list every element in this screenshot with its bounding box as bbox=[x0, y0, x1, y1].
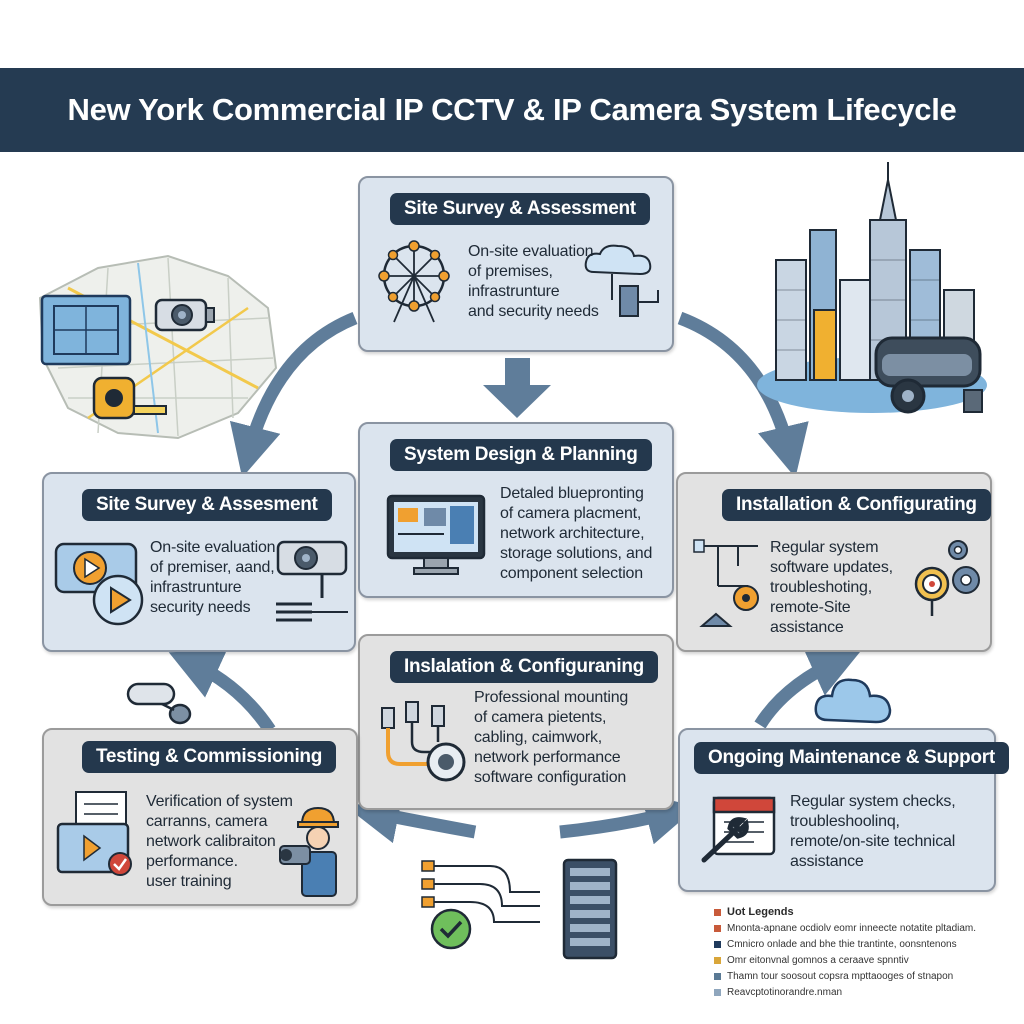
arrow-left-to-testing bbox=[168, 650, 276, 734]
calendar-wrench-icon bbox=[701, 796, 776, 863]
security-camera-icon bbox=[276, 540, 348, 622]
stage-description: On-site evaluation of premiser, aand, in… bbox=[150, 539, 276, 616]
dome-camera-icon bbox=[874, 336, 983, 414]
ferris-wheel-icon bbox=[378, 240, 450, 323]
arrow-bottom-left bbox=[347, 792, 477, 844]
technician-icon bbox=[279, 806, 339, 897]
legend-item: Mnonta-apnane ocdiolv eomr inneecte nota… bbox=[714, 920, 1014, 936]
legend-item-text: Reavcptotinorandre.nman bbox=[727, 986, 843, 998]
legend-item-text: Cmnicro onlade and bhe thie trantinte, o… bbox=[727, 938, 957, 950]
bullet-camera-icon bbox=[126, 682, 192, 725]
legend-swatch bbox=[714, 924, 721, 932]
play-icon bbox=[54, 542, 144, 626]
stage-title: Testing & Commissioning bbox=[82, 741, 337, 773]
stage-site-survey-top: Site Survey & Assessment On-site evaluat… bbox=[358, 176, 674, 352]
stage-testing: Testing & Commissioning Verification of … bbox=[42, 728, 358, 906]
legend-swatch bbox=[714, 988, 721, 996]
stage-description: Detaled bluepronting of camera placment,… bbox=[500, 485, 653, 582]
stage-title: Inslalation & Configuraning bbox=[390, 651, 658, 683]
legend: Uot Legends Mnonta-apnane ocdiolv eomr i… bbox=[714, 904, 1014, 1000]
page-title: New York Commercial IP CCTV & IP Camera … bbox=[67, 92, 957, 127]
legend-item-text: Omr eitonvnal gomnos a ceraave spnntiv bbox=[727, 954, 909, 966]
stage-title: System Design & Planning bbox=[390, 439, 652, 471]
legend-item-text: Thamn tour soosout copsra mpttaooges of … bbox=[727, 970, 954, 982]
network-cables-icon bbox=[421, 860, 540, 923]
legend-item: Reavcptotinorandre.nman bbox=[714, 984, 1014, 1000]
legend-title-text: Uot Legends bbox=[727, 906, 794, 918]
arrow-top-to-center bbox=[483, 358, 551, 418]
cloud-icon bbox=[814, 678, 892, 724]
legend-item-text: Mnonta-apnane ocdiolv eomr inneecte nota… bbox=[727, 922, 977, 934]
legend-swatch bbox=[714, 940, 721, 948]
legend-item: Thamn tour soosout copsra mpttaooges of … bbox=[714, 968, 1014, 984]
arrow-top-to-left bbox=[229, 311, 358, 478]
monitor-icon bbox=[386, 494, 486, 575]
legend-swatch bbox=[714, 956, 721, 964]
stage-description: Regular system software updates, trouble… bbox=[770, 539, 893, 636]
legend-title: Uot Legends bbox=[714, 904, 1014, 920]
cloud-server-icon bbox=[584, 244, 659, 317]
stage-description: Regular system checks, troubleshoolinq, … bbox=[790, 793, 956, 870]
stage-site-survey-left: Site Survey & Assesment On-site evaluati… bbox=[42, 472, 356, 652]
stage-description: Professional mounting of camera pietents… bbox=[474, 689, 629, 786]
legend-swatch bbox=[714, 908, 721, 916]
cable-icon bbox=[381, 701, 466, 782]
stage-title: Site Survey & Assessment bbox=[390, 193, 650, 225]
stage-installation-center: Inslalation & Configuraning Professional… bbox=[358, 634, 674, 810]
rack-icon bbox=[562, 858, 618, 960]
checkmark-icon bbox=[430, 908, 472, 950]
stage-title: Site Survey & Assesment bbox=[82, 489, 332, 521]
tape-measure-icon bbox=[92, 376, 167, 420]
stage-maintenance: Ongoing Maintenance & Support Regular sy… bbox=[678, 728, 1009, 892]
stage-system-design: System Design & Planning Detaled bluepro… bbox=[358, 422, 674, 598]
stage-installation-right: Installation & Configurating Regular sys… bbox=[676, 472, 992, 652]
document-icon bbox=[56, 791, 132, 876]
stage-title: Ongoing Maintenance & Support bbox=[694, 742, 1009, 774]
legend-item: Omr eitonvnal gomnos a ceraave spnntiv bbox=[714, 952, 1014, 968]
mount-diagram-icon bbox=[693, 539, 759, 627]
arrow-bottom-right bbox=[559, 793, 698, 845]
header-banner: New York Commercial IP CCTV & IP Camera … bbox=[0, 68, 1024, 152]
legend-swatch bbox=[714, 972, 721, 980]
legend-item: Cmnicro onlade and bhe thie trantinte, o… bbox=[714, 936, 1014, 952]
stage-description: Verification of system carranns, camera … bbox=[146, 793, 293, 890]
arrow-top-to-right bbox=[677, 311, 809, 478]
arrow-right-to-maintenance bbox=[754, 648, 862, 729]
gear-icon bbox=[914, 540, 980, 616]
security-camera-icon bbox=[154, 298, 215, 332]
stage-title: Installation & Configurating bbox=[722, 489, 991, 521]
blueprint-icon bbox=[40, 294, 132, 366]
stage-description: On-site evaluation of premises, infrastr… bbox=[468, 243, 599, 320]
